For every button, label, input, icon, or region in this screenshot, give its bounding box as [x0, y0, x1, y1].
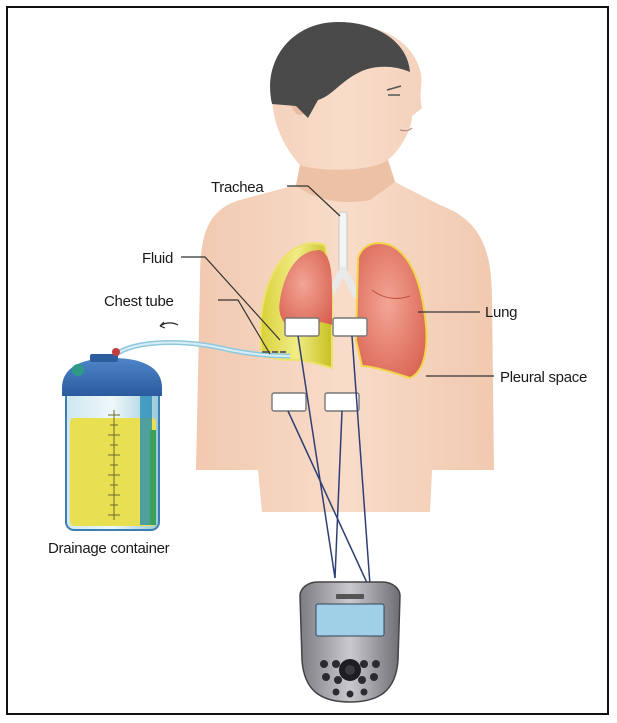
tens-device-icon	[300, 582, 400, 702]
label-trachea: Trachea	[211, 179, 264, 196]
label-chest-tube: Chest tube	[104, 293, 174, 310]
label-pleural-space: Pleural space	[500, 369, 587, 386]
label-fluid: Fluid	[142, 250, 173, 267]
label-drainage-container: Drainage container	[48, 540, 170, 557]
label-lung: Lung	[485, 304, 517, 321]
drainage-bottle-icon	[62, 348, 162, 530]
